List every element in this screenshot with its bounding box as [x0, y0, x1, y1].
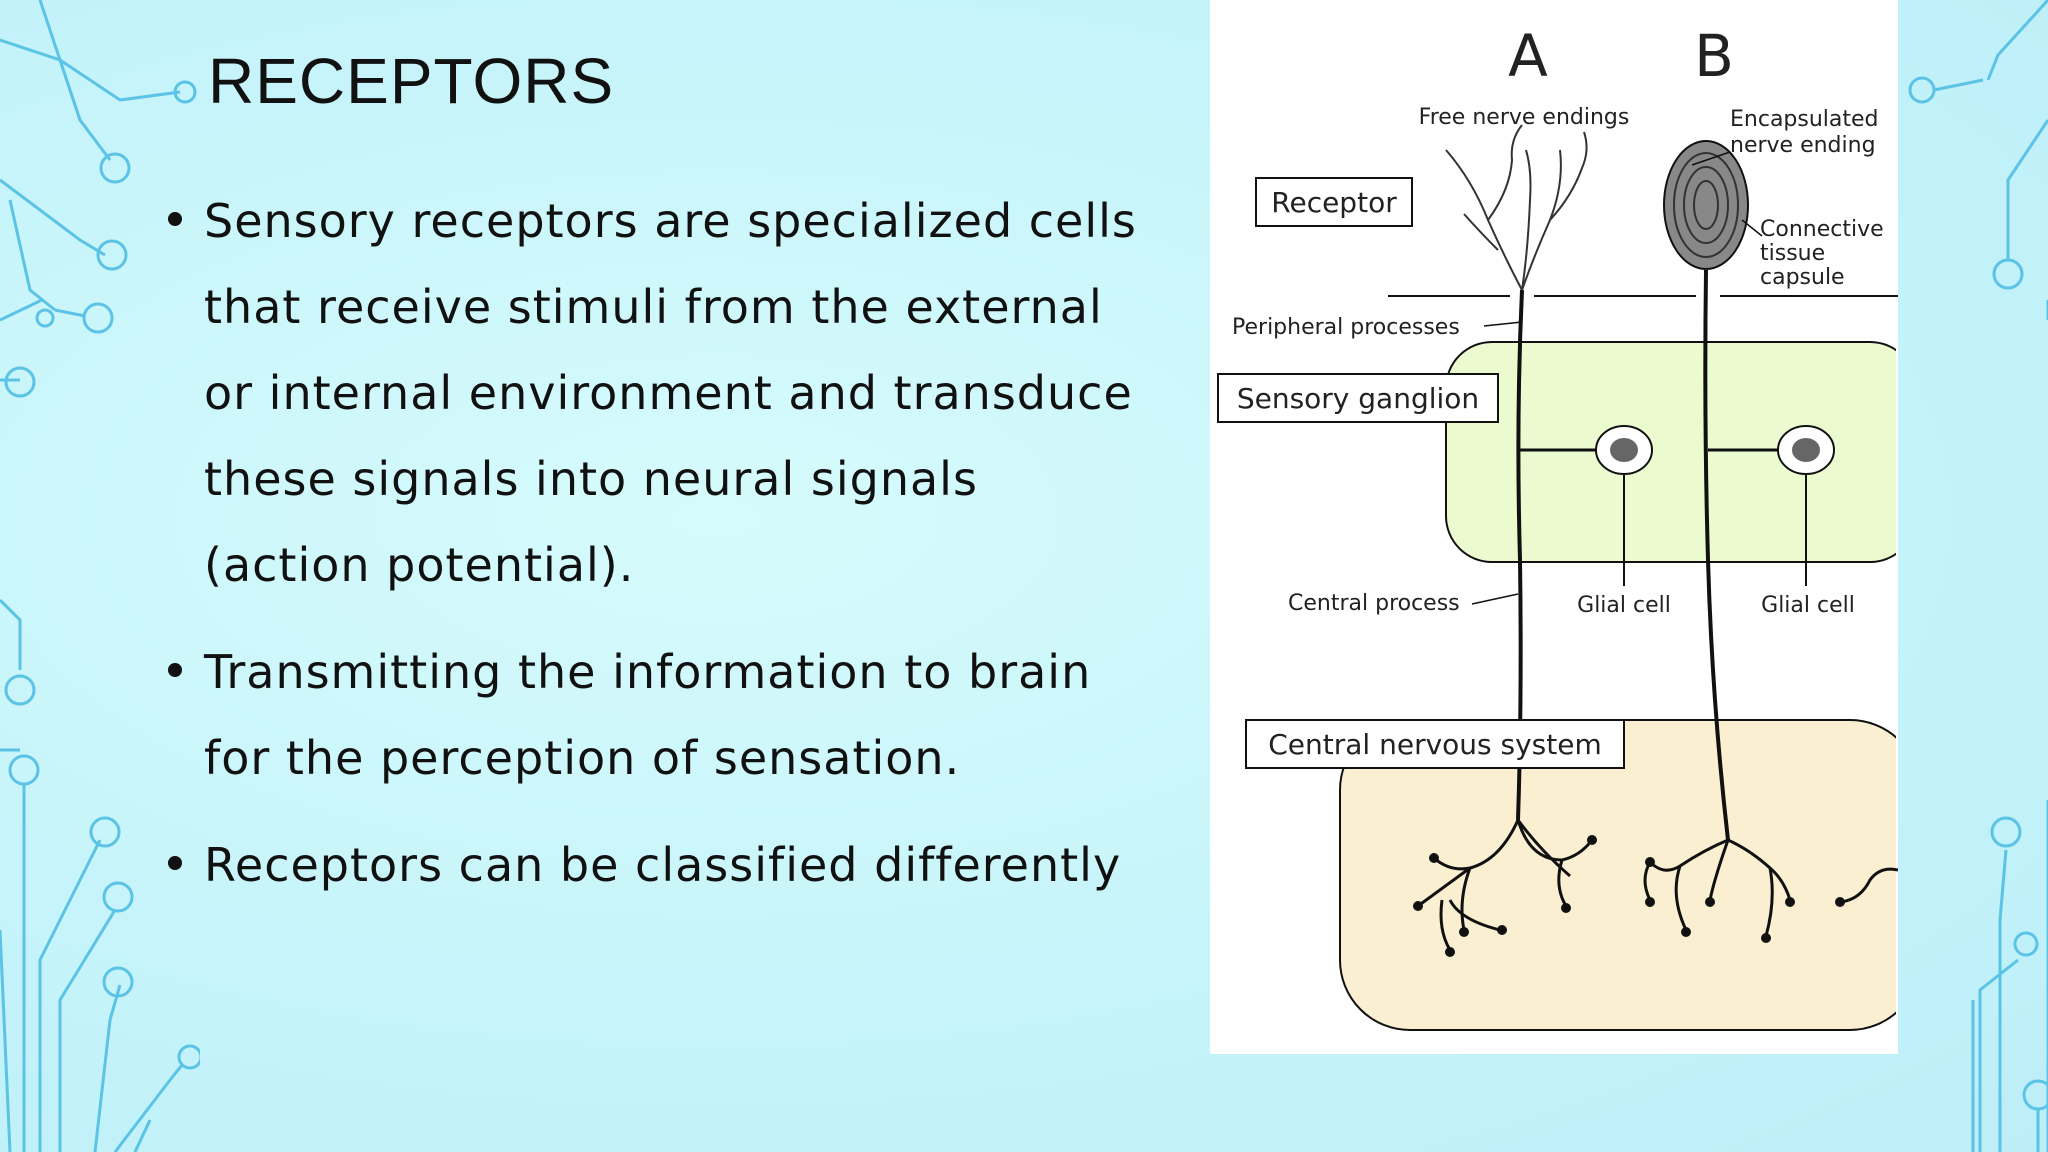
central-process-label: Central process — [1288, 591, 1460, 616]
ganglion-area — [1445, 341, 1898, 563]
connective-label-line2: tissue — [1760, 241, 1825, 266]
encapsulated-label-line1: Encapsulated — [1730, 107, 1879, 132]
glial-cell-a-label: Glial cell — [1577, 593, 1671, 618]
receptor-diagram: A B Free nerve endings Encapsulated nerv… — [1210, 0, 1898, 1054]
slide-title: RECEPTORS — [208, 45, 615, 117]
bullet-item: Transmitting the information to brain fo… — [160, 629, 1150, 801]
bullet-text: Transmitting the information to brain fo… — [204, 645, 1092, 785]
cns-label: Central nervous system — [1268, 728, 1602, 761]
bullet-dot-icon — [168, 663, 182, 677]
bullet-list: Sensory receptors are specialized cells … — [160, 178, 1150, 929]
sensory-ganglion-label: Sensory ganglion — [1237, 382, 1479, 415]
peripheral-processes-label: Peripheral processes — [1232, 315, 1460, 340]
connective-label-line3: capsule — [1760, 265, 1845, 290]
column-b-label: B — [1694, 22, 1734, 90]
bullet-text: Sensory receptors are specialized cells … — [204, 194, 1137, 592]
glial-cell-b-label: Glial cell — [1761, 593, 1855, 618]
bullet-item: Receptors can be classified differently — [160, 822, 1150, 908]
receptor-label: Receptor — [1271, 186, 1397, 219]
bullet-item: Sensory receptors are specialized cells … — [160, 178, 1150, 608]
receptor-label-box — [1255, 177, 1413, 227]
bullet-text: Receptors can be classified differently — [204, 838, 1122, 892]
circuit-decoration-left — [0, 0, 200, 1152]
column-a-label: A — [1508, 22, 1548, 90]
bullet-dot-icon — [168, 212, 182, 226]
cns-label-box — [1245, 719, 1625, 769]
connective-label-line1: Connective — [1760, 217, 1884, 242]
circuit-decoration-right — [1908, 0, 2048, 1152]
bullet-dot-icon — [168, 856, 182, 870]
free-nerve-endings-label: Free nerve endings — [1419, 105, 1630, 130]
encapsulated-label-line2: nerve ending — [1730, 133, 1876, 158]
sensory-ganglion-label-box — [1217, 373, 1499, 423]
cns-area — [1339, 719, 1898, 1031]
